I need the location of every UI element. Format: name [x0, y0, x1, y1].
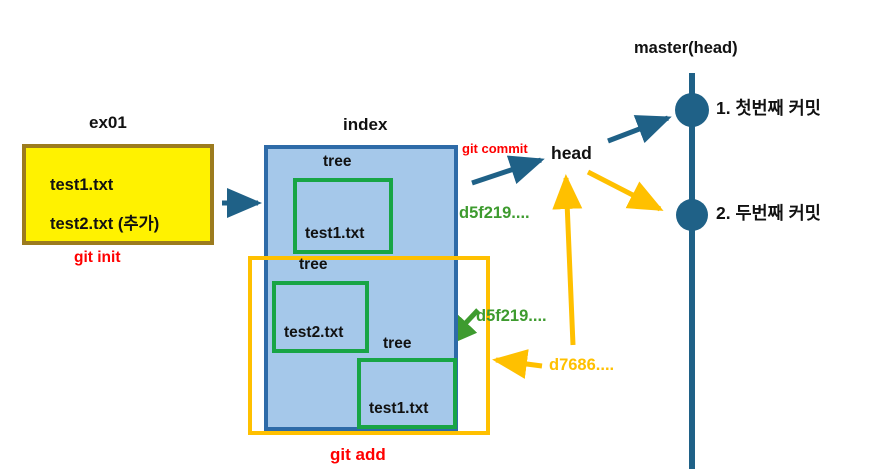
- index-title: index: [343, 115, 388, 134]
- arrow-head-to-commit1: [607, 115, 672, 144]
- blob-box-test1-inner: test1.txt: [357, 358, 457, 429]
- git-init-command: git init: [74, 249, 121, 266]
- commit-hash-label: d7686....: [549, 356, 615, 374]
- blob-label-test1-inner: test1.txt: [369, 400, 429, 417]
- arrow-commit-hash-to-head: [552, 174, 583, 346]
- workspace-box: test1.txt test2.txt (추가): [22, 144, 214, 245]
- arrow-git-commit: [471, 155, 545, 186]
- commit-label-2: 2. 두번째 커밋: [716, 203, 821, 223]
- arrow-commit-hash-to-stage: [492, 349, 543, 379]
- git-add-command: git add: [330, 445, 386, 464]
- tree-label-inner: tree: [383, 335, 412, 352]
- arrow-head-to-commit2: [586, 169, 664, 212]
- git-commit-command: git commit: [462, 141, 528, 156]
- tree-hash-label-second: d5f219....: [476, 307, 547, 325]
- blob-box-test2: test2.txt: [272, 281, 369, 353]
- workspace-title: ex01: [89, 113, 127, 132]
- blob-box-test1-top: test1.txt: [293, 178, 393, 254]
- workspace-file-2: test2.txt (추가): [50, 215, 160, 233]
- tree-label-top: tree: [323, 153, 352, 170]
- tree-hash-label-first: d5f219....: [459, 204, 530, 222]
- staging-area-box: [248, 256, 490, 435]
- master-branch-title: master(head): [634, 39, 738, 57]
- commit-label-1: 1. 첫번째 커밋: [716, 98, 821, 118]
- blob-label-test1-top: test1.txt: [305, 225, 365, 242]
- blob-label-test2: test2.txt: [284, 324, 344, 341]
- tree-label-mid: tree: [299, 256, 328, 273]
- workspace-file-1: test1.txt: [50, 176, 114, 194]
- head-pointer-label: head: [551, 143, 592, 163]
